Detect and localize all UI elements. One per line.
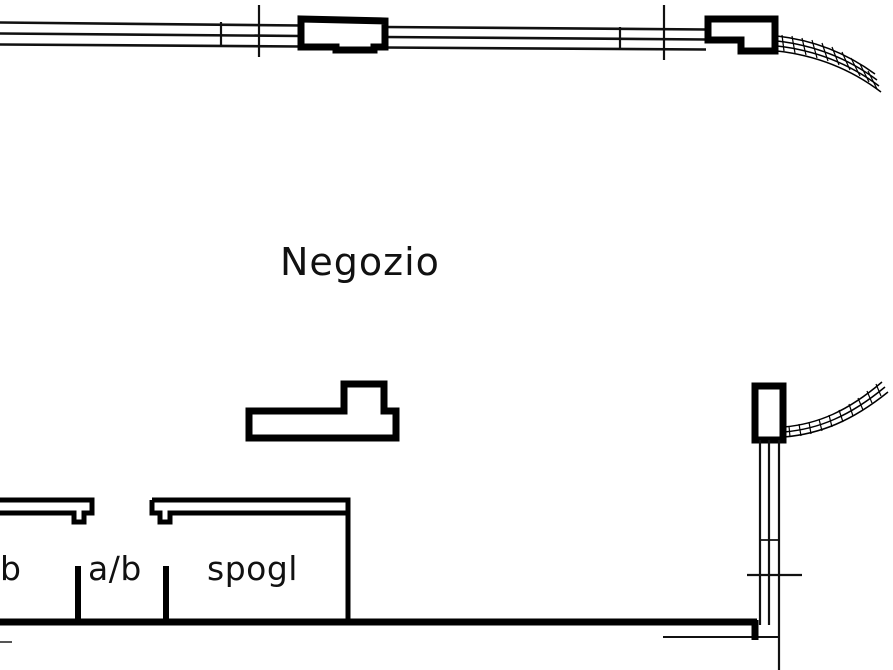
top-glazed-wall [0,21,707,51]
curved-hatched-wall-top [776,34,882,93]
right-vertical-wall [758,440,781,670]
service-rooms-head-wall [0,497,351,620]
top-center-column [297,15,389,54]
t-shaped-pillar [245,380,400,442]
bottom-main-wall [0,618,779,640]
room-label-spogliatoio: spogl [207,549,298,588]
curved-hatched-wall-middle [783,381,889,438]
top-right-corner-column [704,15,779,55]
window-mullion-ticks [219,5,666,60]
room-label-negozio: Negozio [280,240,440,284]
right-column [751,382,787,444]
internal-partitions [75,566,169,620]
room-label-b: b [0,549,21,588]
room-label-antibagno: a/b [88,549,142,588]
